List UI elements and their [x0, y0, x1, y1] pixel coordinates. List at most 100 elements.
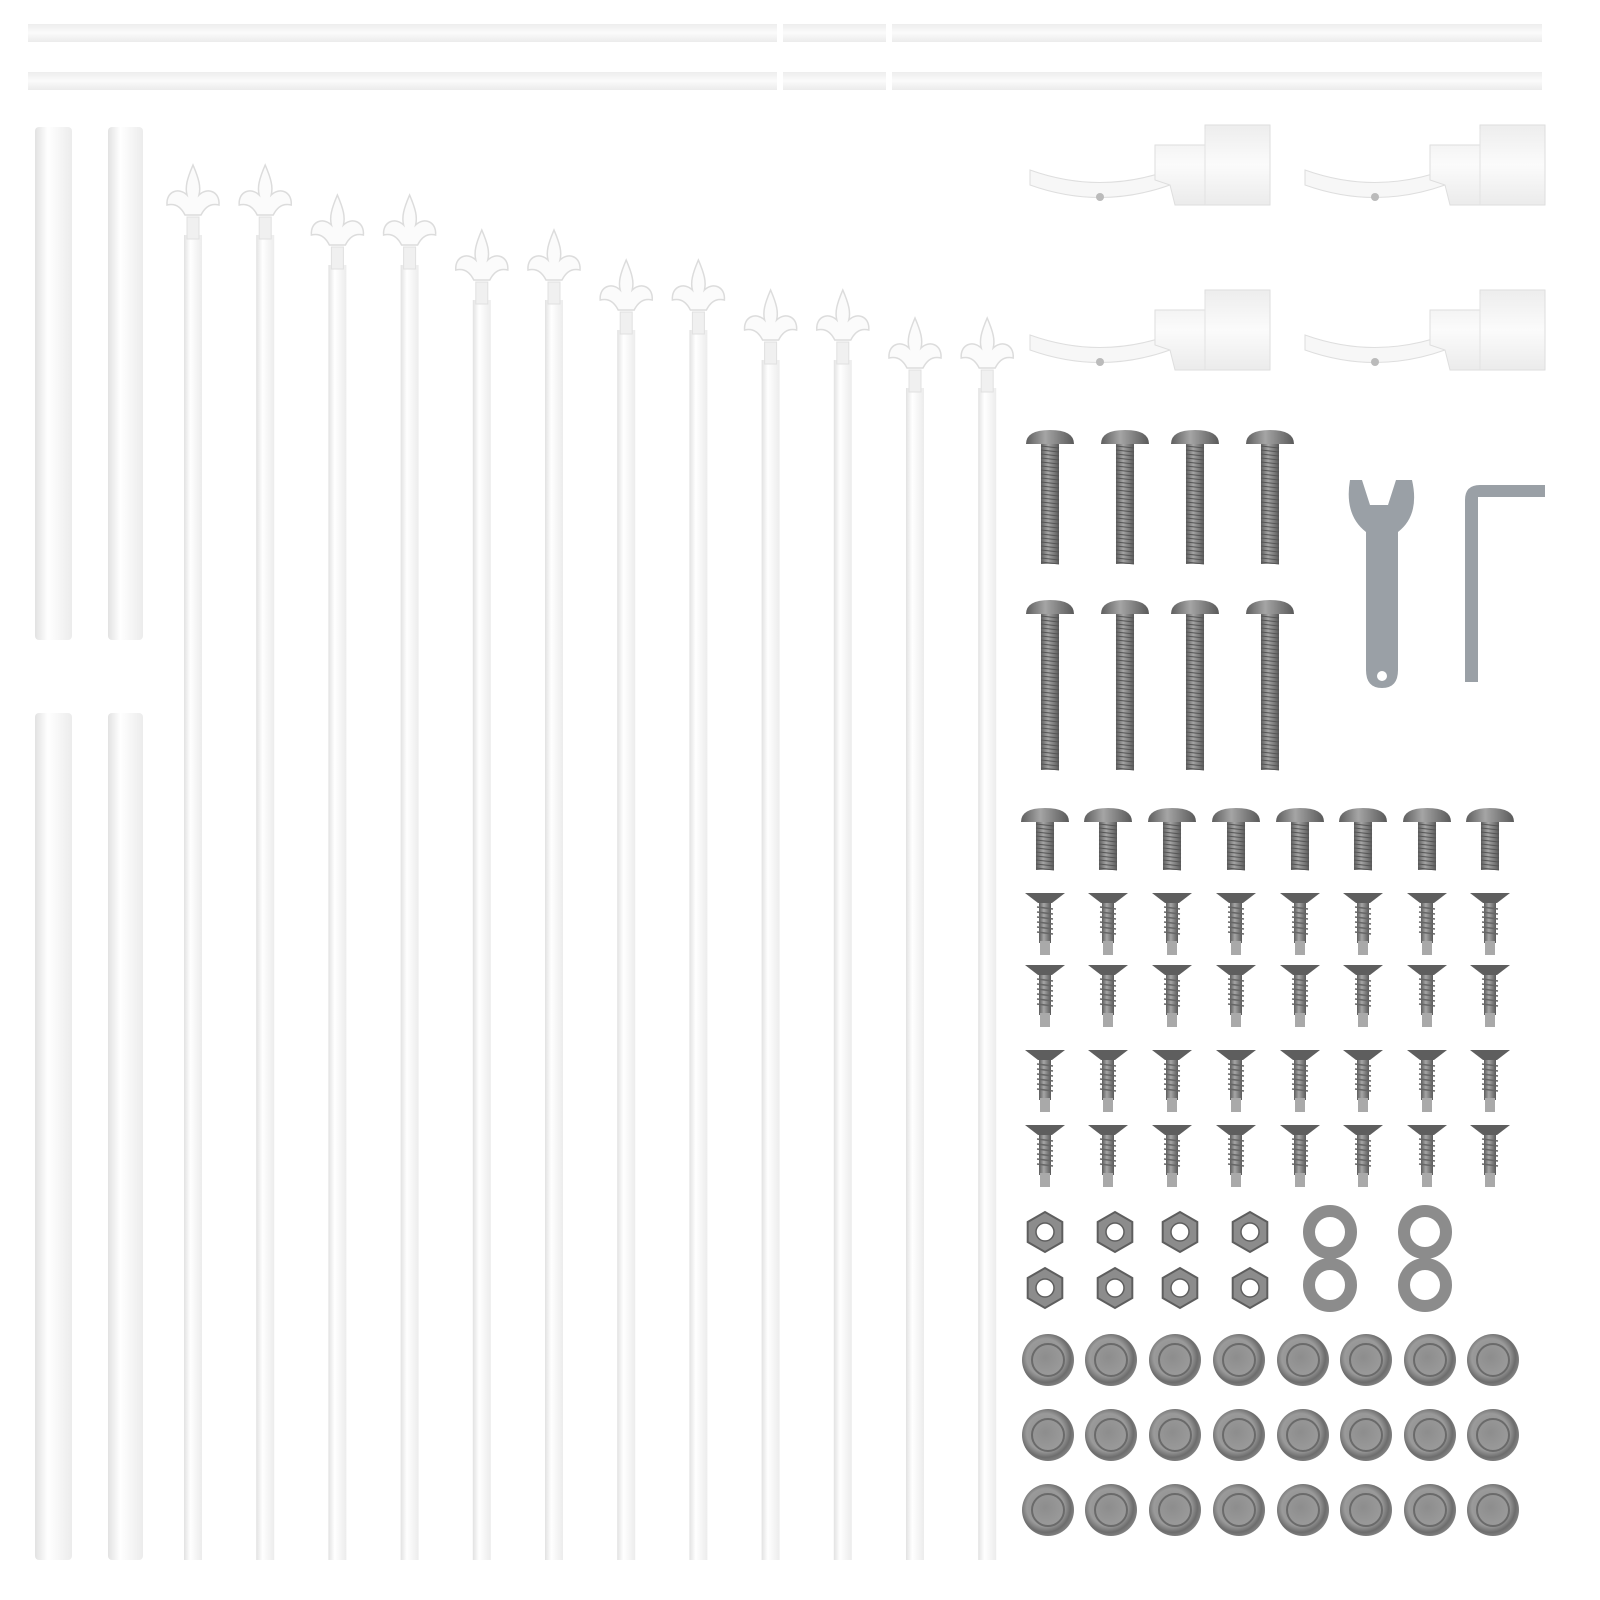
rail: [892, 24, 1542, 42]
post-cap: [1467, 1409, 1519, 1461]
bolt-head: [1171, 600, 1219, 614]
bolt-head: [1101, 600, 1149, 614]
bracket-hole: [1371, 358, 1379, 366]
self-tapping-screw: [1470, 965, 1510, 1027]
washer: [1303, 1258, 1357, 1312]
picket-shaft: [978, 388, 997, 1560]
picket-shaft: [545, 300, 563, 1560]
short-bolt: [1148, 808, 1196, 871]
picket-shaft: [400, 265, 419, 1560]
bolt-head: [1246, 600, 1294, 614]
post-cap: [1022, 1334, 1074, 1386]
rail: [783, 24, 886, 42]
post-bracket: [1304, 124, 1546, 206]
picket: [960, 316, 1014, 1560]
picket-shaft: [256, 235, 275, 1560]
post-cap: [1404, 1484, 1456, 1536]
bolt-head: [1148, 808, 1196, 822]
short-bolt: [1276, 808, 1324, 871]
bracket-hole: [1371, 193, 1379, 201]
picket: [238, 163, 292, 1560]
post-cap: [1149, 1334, 1201, 1386]
fleur-de-lis-finial: [238, 163, 292, 216]
bracket-hole: [1096, 193, 1104, 201]
picket: [527, 228, 581, 1560]
post-cap: [1404, 1334, 1456, 1386]
self-tapping-screw: [1152, 1050, 1192, 1112]
bolt-shank: [1041, 612, 1059, 770]
self-tapping-screw: [1407, 1125, 1447, 1187]
picket: [382, 193, 437, 1560]
short-bolt: [1339, 808, 1387, 871]
picket-shaft: [184, 235, 202, 1560]
self-tapping-screw: [1152, 1125, 1192, 1187]
posts: [35, 127, 143, 1560]
post-cap: [1277, 1409, 1329, 1461]
post-cap: [1149, 1409, 1201, 1461]
bolt-head: [1246, 430, 1294, 444]
allen-key-icon: [1465, 485, 1545, 682]
rails: [28, 24, 1542, 90]
post-cap: [1213, 1334, 1265, 1386]
picket-shaft: [833, 360, 852, 1560]
picket-shaft: [328, 265, 347, 1560]
bolt-head: [1276, 808, 1324, 822]
post-cap: [1213, 1484, 1265, 1536]
post-bracket: [1029, 289, 1271, 371]
post-cap: [1085, 1409, 1137, 1461]
self-tapping-screw: [1025, 893, 1065, 955]
self-tapping-screw: [1343, 1050, 1383, 1112]
fleur-de-lis-finial: [816, 288, 870, 341]
rail: [783, 72, 886, 90]
long-bolt: [1026, 600, 1074, 771]
post-bracket: [1029, 124, 1271, 206]
self-tapping-screw: [1216, 965, 1256, 1027]
long-bolt: [1171, 430, 1219, 565]
spear-pickets: [166, 163, 1014, 1560]
self-tapping-screw: [1407, 893, 1447, 955]
self-tapping-screw: [1470, 893, 1510, 955]
picket-shaft: [906, 388, 924, 1560]
picket: [816, 288, 870, 1560]
self-tapping-screw: [1088, 1125, 1128, 1187]
self-tapping-screw: [1216, 893, 1256, 955]
bolt-head: [1084, 808, 1132, 822]
self-tapping-screw: [1343, 1125, 1383, 1187]
self-tapping-screw: [1407, 1050, 1447, 1112]
picket: [455, 228, 509, 1560]
fleur-de-lis-finial: [527, 228, 581, 281]
bolt-head: [1026, 430, 1074, 444]
post: [35, 713, 72, 1560]
bolt-head: [1403, 808, 1451, 822]
self-tapping-screw: [1343, 965, 1383, 1027]
self-tapping-screw: [1152, 893, 1192, 955]
fleur-de-lis-finial: [310, 193, 365, 246]
picket: [599, 258, 653, 1560]
bolt-head: [1171, 430, 1219, 444]
post-cap: [1404, 1409, 1456, 1461]
fleur-de-lis-finial: [743, 288, 798, 341]
rail: [28, 24, 777, 42]
post-cap: [1213, 1409, 1265, 1461]
fleur-de-lis-finial: [166, 163, 220, 216]
self-tapping-screw: [1280, 1125, 1320, 1187]
bolt-shank: [1261, 612, 1279, 770]
washer: [1398, 1258, 1452, 1312]
self-tapping-screw: [1025, 965, 1065, 1027]
washer: [1398, 1205, 1452, 1259]
post-bracket: [1304, 289, 1546, 371]
short-bolt: [1212, 808, 1260, 871]
post-cap: [1022, 1484, 1074, 1536]
bolt-shank: [1186, 612, 1204, 770]
bolt-head: [1026, 600, 1074, 614]
hardware: [1021, 430, 1545, 1536]
self-tapping-screw: [1088, 965, 1128, 1027]
post-cap: [1085, 1334, 1137, 1386]
post-cap: [1022, 1409, 1074, 1461]
self-tapping-screw: [1216, 1125, 1256, 1187]
self-tapping-screw: [1343, 893, 1383, 955]
post-cap: [1340, 1409, 1392, 1461]
self-tapping-screw: [1280, 893, 1320, 955]
picket: [743, 288, 798, 1560]
